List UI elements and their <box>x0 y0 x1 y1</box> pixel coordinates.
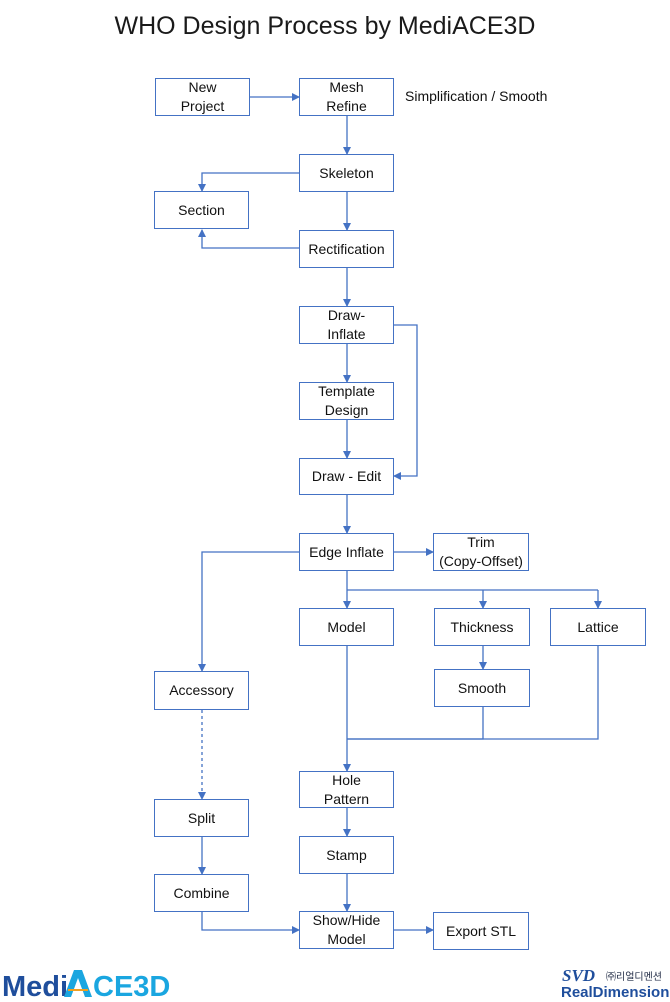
arrow-combine-showhide <box>201 912 300 934</box>
node-skeleton: Skeleton <box>299 154 394 192</box>
node-hole-pattern: Hole Pattern <box>299 771 394 808</box>
node-trim: Trim (Copy-Offset) <box>433 533 529 571</box>
node-edge-inflate: Edge Inflate <box>299 533 394 571</box>
arrow-edgeinflate-accessory <box>198 551 300 672</box>
arrow-rectification-section <box>198 229 300 249</box>
node-new-project: New Project <box>155 78 250 116</box>
node-accessory: Accessory <box>154 671 249 710</box>
node-split: Split <box>154 799 249 837</box>
node-show-hide-model: Show/Hide Model <box>299 911 394 949</box>
line-smooth-merge <box>347 707 484 740</box>
node-stamp: Stamp <box>299 836 394 874</box>
line-lattice-merge <box>347 646 599 740</box>
svg-text:㈜리얼디멘션: ㈜리얼디멘션 <box>606 970 662 983</box>
node-mesh-refine: Mesh Refine <box>299 78 394 116</box>
diagram-title: WHO Design Process by MediACE3D <box>114 12 536 40</box>
mesh-refine-note: Simplification / Smooth <box>405 88 548 104</box>
svg-text:RealDimension: RealDimension <box>561 984 669 1000</box>
node-smooth: Smooth <box>434 669 530 707</box>
mediace3d-logo: Medi CE3D <box>2 970 170 1002</box>
node-template-design: Template Design <box>299 382 394 420</box>
realdimension-logo: SVD ㈜리얼디멘션 RealDimension <box>561 966 669 1000</box>
node-draw-edit: Draw - Edit <box>299 458 394 495</box>
node-thickness: Thickness <box>434 608 530 646</box>
node-draw-inflate: Draw- Inflate <box>299 306 394 344</box>
node-lattice: Lattice <box>550 608 646 646</box>
node-model: Model <box>299 608 394 646</box>
node-rectification: Rectification <box>299 230 394 268</box>
svg-text:CE3D: CE3D <box>93 971 170 1002</box>
node-section: Section <box>154 191 249 229</box>
node-combine: Combine <box>154 874 249 912</box>
svg-text:Medi: Medi <box>2 971 68 1002</box>
arrow-skeleton-section <box>198 172 300 192</box>
svg-text:SVD: SVD <box>562 966 595 985</box>
node-export-stl: Export STL <box>433 912 529 950</box>
arrow-drawinflate-drawedit <box>393 324 418 480</box>
